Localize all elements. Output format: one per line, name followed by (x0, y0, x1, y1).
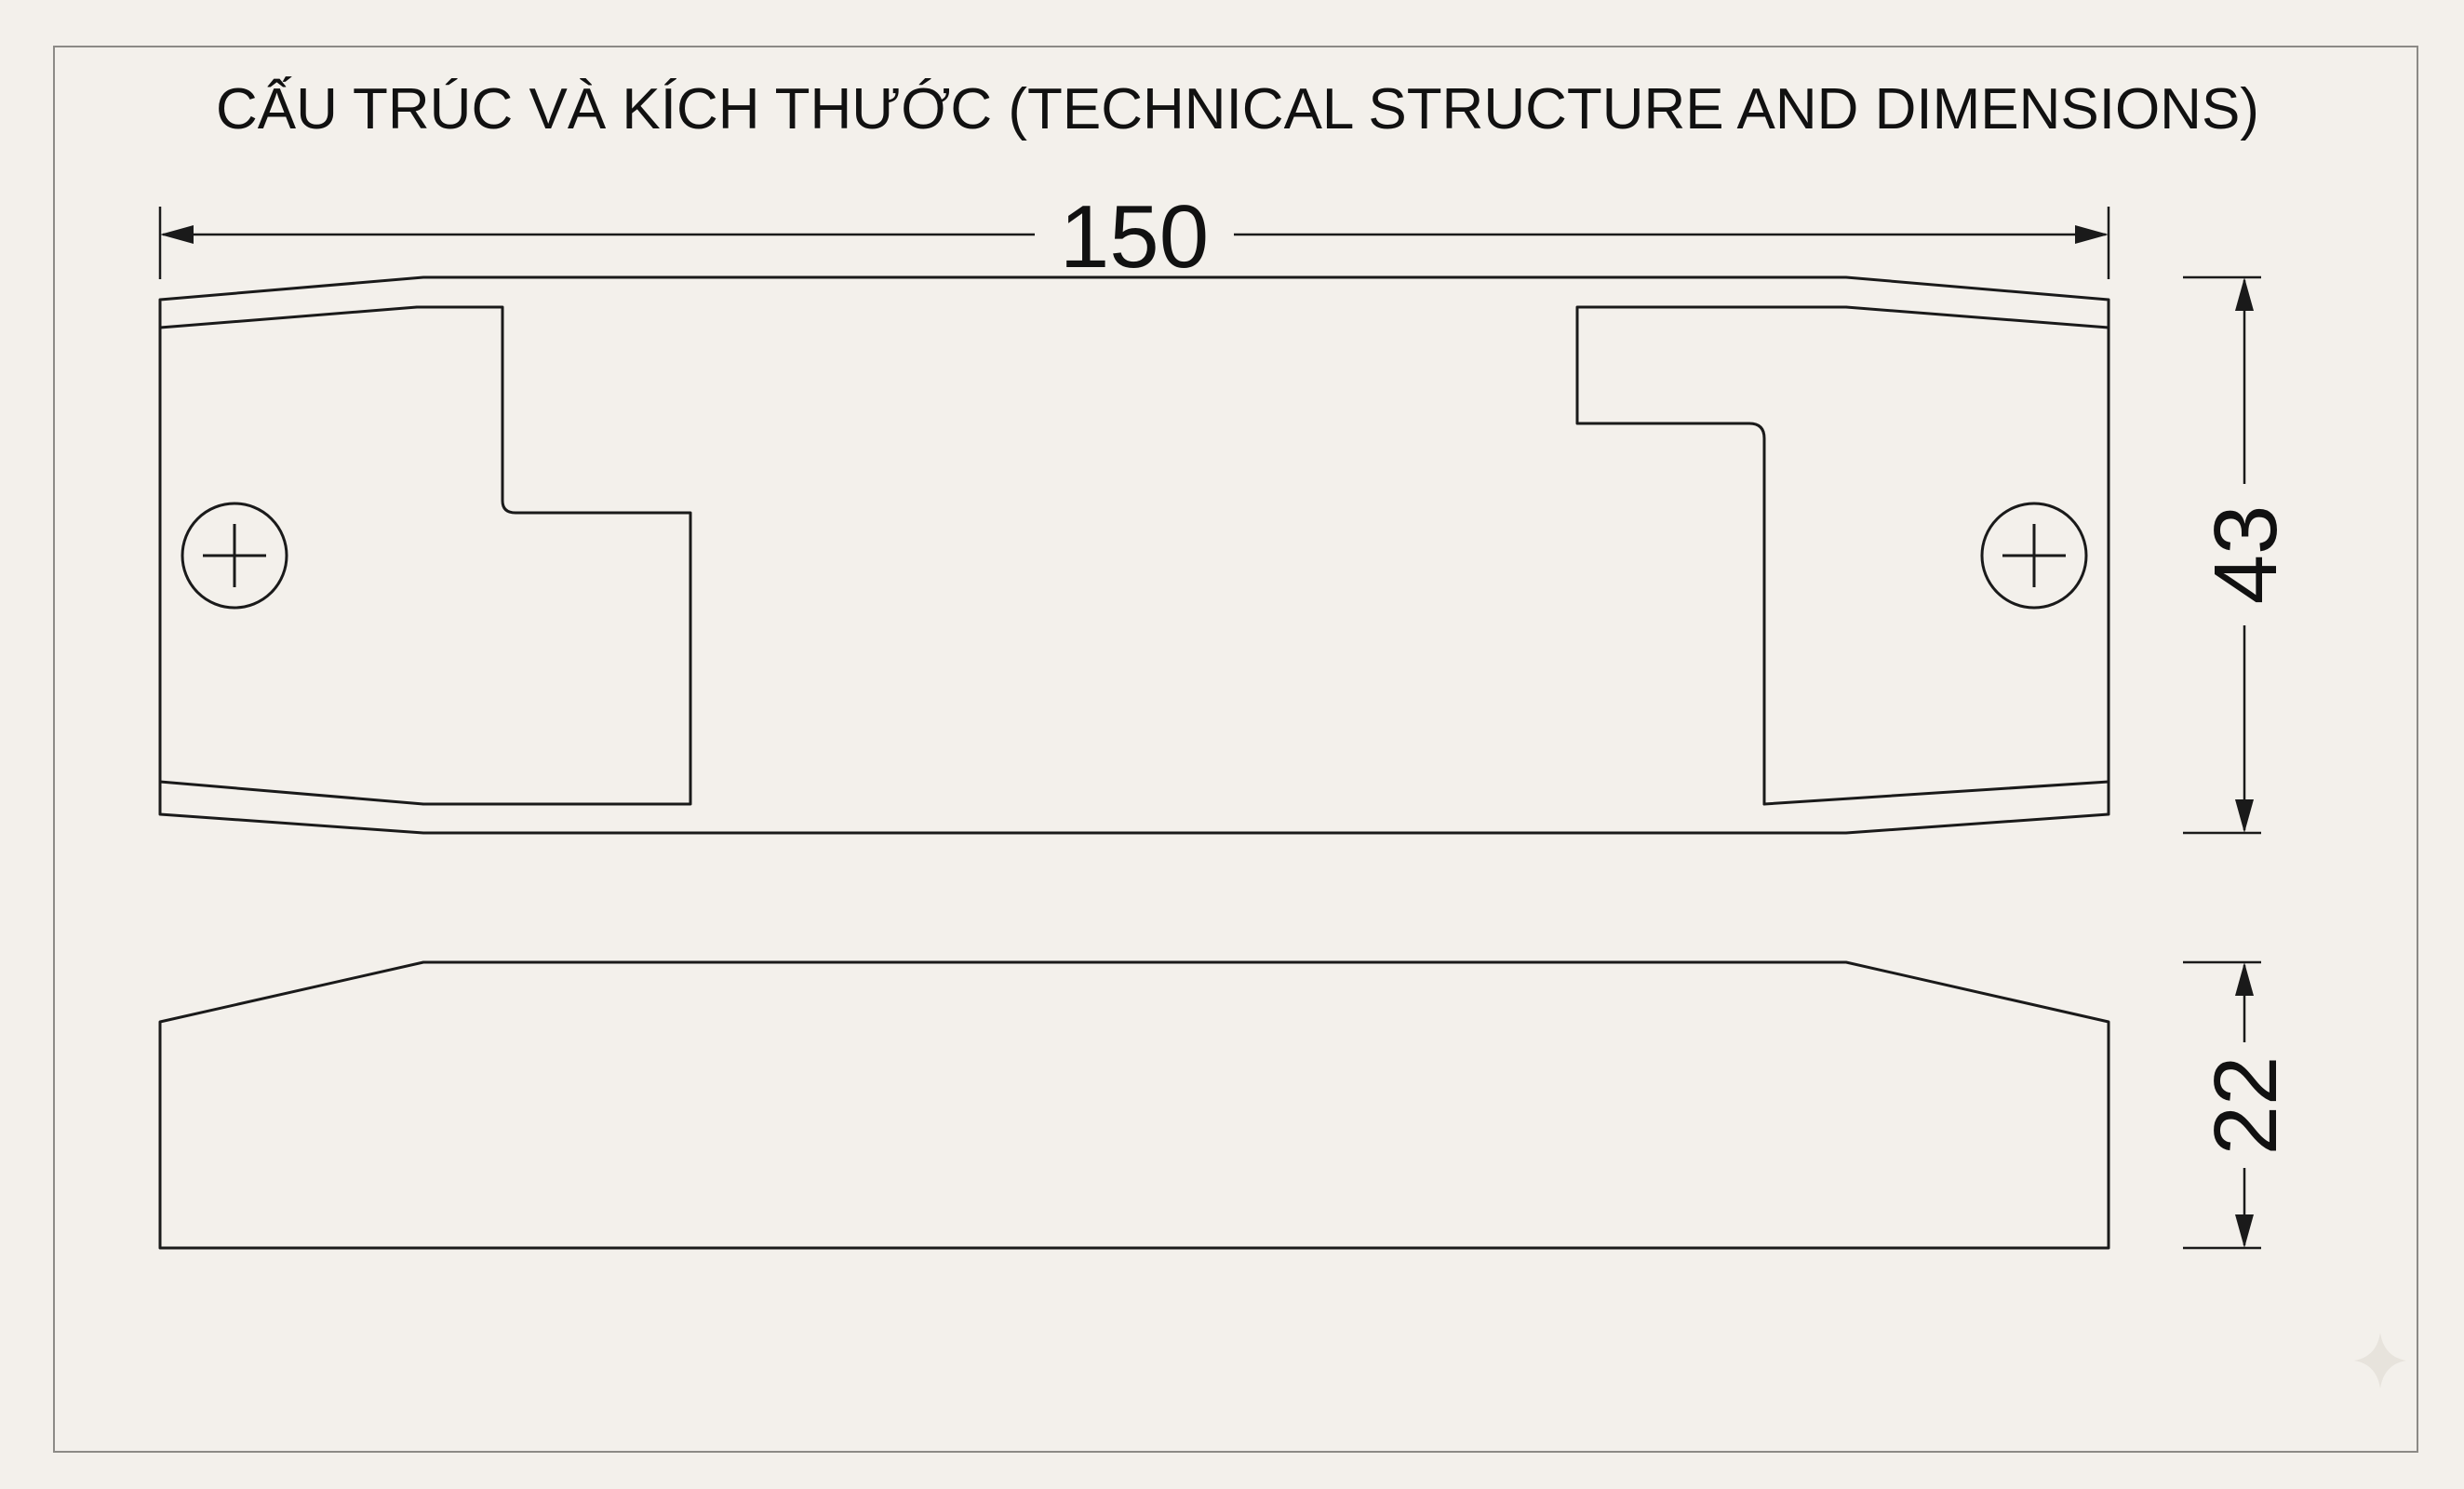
width-dimension: 43 (2183, 275, 2296, 835)
bottom-rim-right (1762, 780, 2110, 806)
width-value: 43 (2196, 505, 2296, 605)
left-terminal-cover (415, 305, 692, 806)
length-arrow-left (160, 225, 194, 244)
height-arrow-bottom (2235, 1214, 2254, 1248)
top-view-body (158, 275, 2110, 835)
sparkle-icon (2354, 1333, 2406, 1388)
top-rim-left (158, 305, 419, 329)
right-terminal-cover (1575, 305, 1848, 806)
width-arrow-top (2235, 277, 2254, 311)
width-arrow-bottom (2235, 799, 2254, 833)
length-arrow-right (2075, 225, 2109, 244)
bottom-rim-left (158, 780, 425, 806)
top-view (158, 275, 2110, 835)
height-dimension: 22 (2183, 960, 2296, 1250)
top-rim-right (1844, 305, 2110, 329)
right-screw-icon (1980, 502, 2088, 610)
height-arrow-top (2235, 962, 2254, 996)
side-view-body (158, 960, 2110, 1250)
drawing-title: CẤU TRÚC VÀ KÍCH THƯỚC (TECHNICAL STRUCT… (216, 77, 2259, 141)
length-dimension: 150 (158, 187, 2110, 287)
height-value: 22 (2196, 1056, 2296, 1156)
left-screw-icon (181, 502, 288, 610)
length-value: 150 (1060, 187, 1209, 287)
drawing-frame (53, 46, 2418, 1453)
